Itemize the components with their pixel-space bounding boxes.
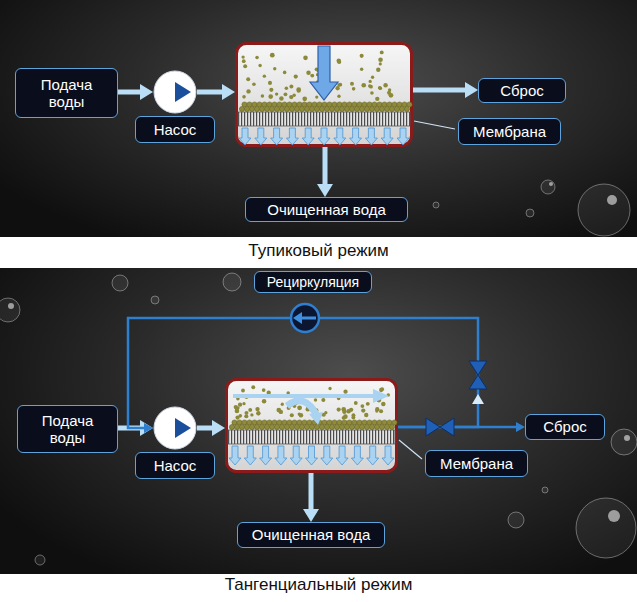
valve-symbol [426,418,454,436]
leader-line [399,440,422,459]
box-label: Подача воды [34,76,99,111]
edge-label: Рециркуляция [254,271,372,293]
box-label: Очищенная вода [267,201,385,218]
process-box: Сброс [478,78,566,103]
flow-symbol [291,304,319,332]
pump-label: Насос [135,452,215,479]
caption: Тангенциальный режим [0,575,637,595]
membrane-module [225,378,398,473]
callout-label: Мембрана [425,450,528,477]
process-box: Подача воды [17,405,118,453]
pump-symbol [153,70,197,114]
pump-symbol: Насос [153,406,197,450]
process-box: Очищенная вода [237,522,385,548]
leader-line [414,121,455,129]
flow-arrow [303,473,319,522]
pump-symbol: Насос [153,70,197,114]
flow-arrow [317,147,333,197]
callout-label: Мембрана [458,118,561,145]
flow-arrow [413,82,478,98]
membrane-module: Мембрана [225,378,398,473]
pump-label: Насос [135,116,215,143]
process-box: Сброс [525,414,605,440]
flow-arrow [197,84,235,100]
process-box: Очищенная вода [245,197,408,222]
process-box: Подача воды [15,68,118,118]
membrane-module: Мембрана [235,42,413,147]
membrane-module [235,42,413,147]
valve-symbol [469,361,487,389]
caption: Тупиковый режим [0,241,637,261]
flow-arrow [197,420,225,436]
flow-arrow [118,84,153,100]
box-label: Сброс [543,418,587,435]
box-label: Подача воды [36,412,99,447]
box-label: Очищенная вода [252,526,370,543]
flow-arrowhead [472,394,484,404]
box-label: Сброс [500,82,544,99]
pump-symbol [153,406,197,450]
